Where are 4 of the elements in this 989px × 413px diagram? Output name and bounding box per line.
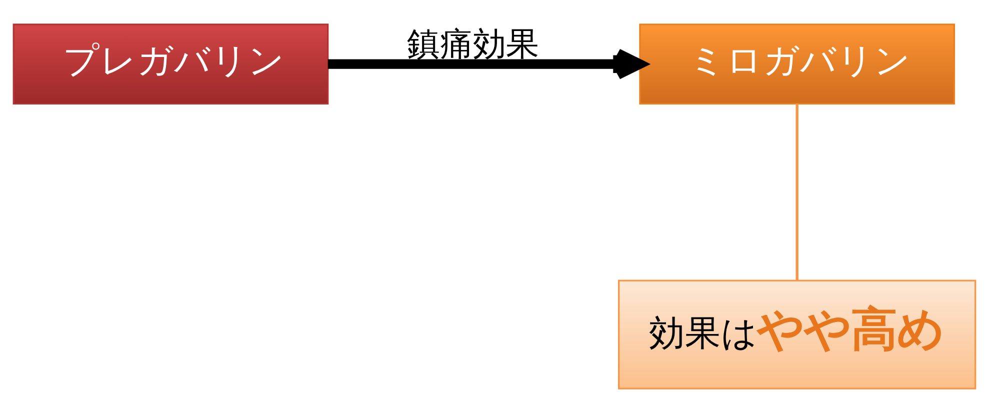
node-box: 効果はやや高め [618,280,976,390]
node-box: ミロガバリン [639,24,956,105]
node-box: プレガバリン [12,24,329,105]
connector [796,104,798,280]
